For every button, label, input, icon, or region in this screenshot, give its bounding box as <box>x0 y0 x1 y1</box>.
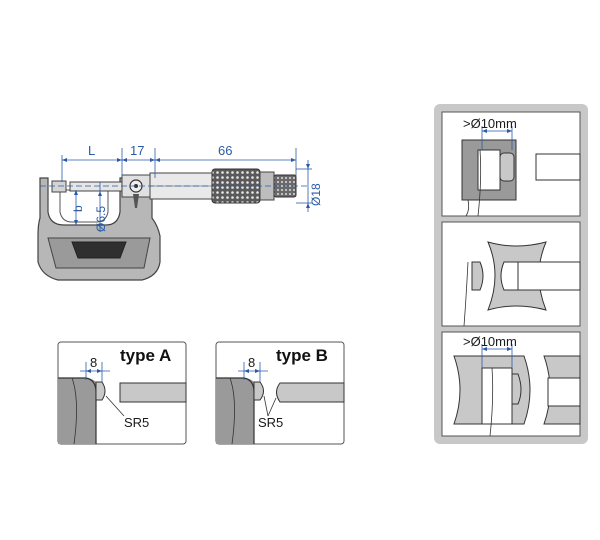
type-a-panel <box>57 341 187 445</box>
type-a-radius: SR5 <box>124 415 149 430</box>
dim-label-L: L <box>88 143 95 158</box>
dim-label-b: b <box>71 205 85 212</box>
micrometer-anvil <box>51 180 67 193</box>
type-b-dim-8: 8 <box>248 355 255 370</box>
type-b-title: type B <box>276 346 328 365</box>
micrometer-frame-opening <box>59 189 109 223</box>
application-3-label: >Ø10mm <box>463 334 517 349</box>
type-b-panel <box>215 341 345 445</box>
dim-label-17: 17 <box>130 143 144 158</box>
type-a-dim-8: 8 <box>90 355 97 370</box>
micrometer-spindle <box>69 181 123 192</box>
micrometer-lock-lever <box>133 194 139 208</box>
dim-label-d6-5: Ø6.5 <box>94 206 108 232</box>
micrometer-frame-window <box>71 241 127 259</box>
micrometer-dimensions <box>40 148 312 232</box>
applications-panel <box>434 104 588 444</box>
type-a-title: type A <box>120 346 171 365</box>
dim-label-d18: Ø18 <box>309 183 323 206</box>
type-b-radius: SR5 <box>258 415 283 430</box>
dim-label-66: 66 <box>218 143 232 158</box>
application-1-label: >Ø10mm <box>463 116 517 131</box>
